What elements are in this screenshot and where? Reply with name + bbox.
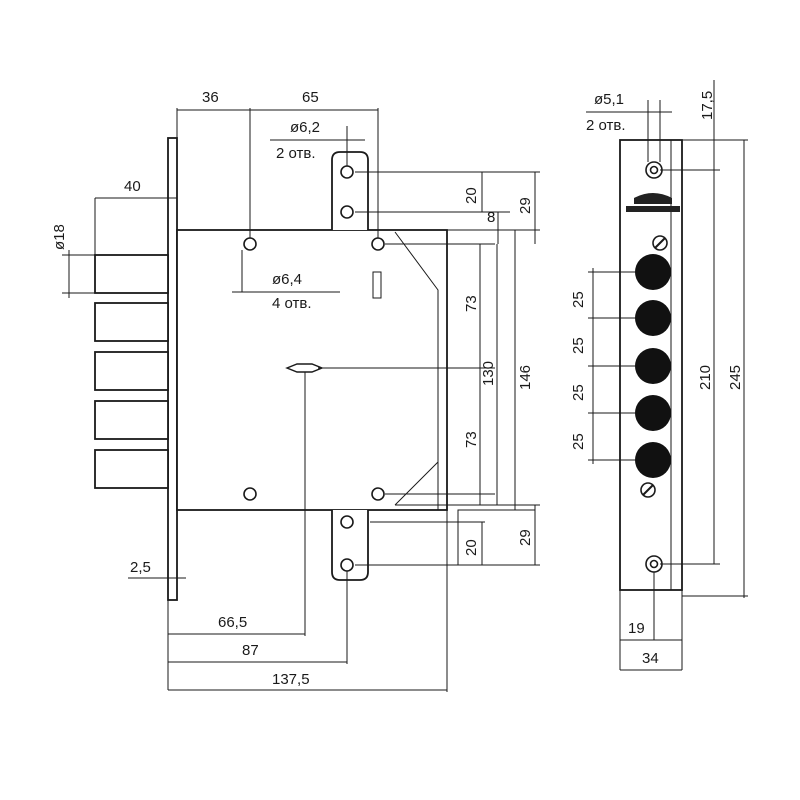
side-hole-diameter: ø5,1 bbox=[594, 91, 624, 108]
dim-2-5: 2,5 bbox=[130, 559, 151, 576]
bolt-2 bbox=[94, 302, 169, 342]
body-hole-top-left bbox=[243, 237, 257, 251]
dim-34: 34 bbox=[642, 650, 659, 667]
dim-17-5: 17,5 bbox=[699, 91, 716, 120]
bottom-tab-hole-upper bbox=[340, 515, 354, 529]
side-faceplate bbox=[619, 139, 683, 591]
bolt-4 bbox=[94, 400, 169, 440]
bolt-spacing-2: 25 bbox=[570, 337, 587, 354]
lock-body-diagonal-top bbox=[394, 231, 439, 510]
top-mounting-tab bbox=[331, 151, 369, 230]
body-slot bbox=[372, 271, 382, 299]
bolt-5 bbox=[94, 449, 169, 489]
side-bolt-3 bbox=[635, 348, 671, 384]
bolt-spacing-1: 25 bbox=[570, 291, 587, 308]
side-bolt-5 bbox=[635, 442, 671, 478]
top-hole-count: 2 отв. bbox=[276, 145, 316, 162]
bolt-spacing-3: 25 bbox=[570, 384, 587, 401]
dim-8: 8 bbox=[487, 209, 495, 226]
side-hole-top-inner bbox=[649, 165, 659, 175]
side-hole-count: 2 отв. bbox=[586, 117, 626, 134]
bolt-spacing-4: 25 bbox=[570, 433, 587, 450]
front-view: 36 65 ø6,2 2 отв. 40 ø18 ø6,4 4 отв. bbox=[51, 89, 540, 692]
dim-245: 245 bbox=[727, 365, 744, 390]
mid-hole-diameter: ø6,4 bbox=[272, 271, 302, 288]
side-bolt-4 bbox=[635, 395, 671, 431]
screw-bottom-icon bbox=[640, 482, 656, 498]
side-view: 25 25 25 25 ø5,1 2 отв. 17,5 210 245 19 … bbox=[570, 80, 748, 671]
dim-130: 130 bbox=[480, 361, 497, 386]
dim-210: 210 bbox=[697, 365, 714, 390]
dim-29-top: 29 bbox=[517, 197, 534, 214]
dim-40: 40 bbox=[124, 178, 141, 195]
bolt-1 bbox=[94, 254, 169, 294]
side-bolt-1 bbox=[635, 254, 671, 290]
mid-hole-count: 4 отв. bbox=[272, 295, 312, 312]
screw-top-icon bbox=[652, 235, 668, 251]
dim-20-bottom: 20 bbox=[463, 539, 480, 556]
dim-65: 65 bbox=[302, 89, 319, 106]
lock-body bbox=[176, 229, 448, 511]
dim-137-5: 137,5 bbox=[272, 671, 310, 688]
dim-19: 19 bbox=[628, 620, 645, 637]
side-hole-bottom-inner bbox=[649, 559, 659, 569]
faceplate-strip bbox=[167, 137, 178, 601]
top-hole-diameter: ø6,2 bbox=[290, 119, 320, 136]
dim-29-bottom: 29 bbox=[517, 529, 534, 546]
dim-36: 36 bbox=[202, 89, 219, 106]
top-tab-hole-lower bbox=[340, 205, 354, 219]
dim-87: 87 bbox=[242, 642, 259, 659]
body-hole-bottom-left bbox=[243, 487, 257, 501]
bolt-diameter: ø18 bbox=[51, 224, 68, 250]
dim-20-top: 20 bbox=[463, 187, 480, 204]
lock-body-diagonal-bottom bbox=[394, 461, 439, 506]
brand-logo-icon bbox=[626, 193, 680, 212]
dim-73-top: 73 bbox=[463, 295, 480, 312]
dim-73-bottom: 73 bbox=[463, 431, 480, 448]
bolt-3 bbox=[94, 351, 169, 391]
body-hole-bottom-right bbox=[371, 487, 385, 501]
body-hole-top-right bbox=[371, 237, 385, 251]
side-bolt-2 bbox=[635, 300, 671, 336]
top-tab-hole-upper bbox=[340, 165, 354, 179]
dim-66-5: 66,5 bbox=[218, 614, 247, 631]
dim-146: 146 bbox=[517, 365, 534, 390]
bottom-tab-hole-lower bbox=[340, 558, 354, 572]
